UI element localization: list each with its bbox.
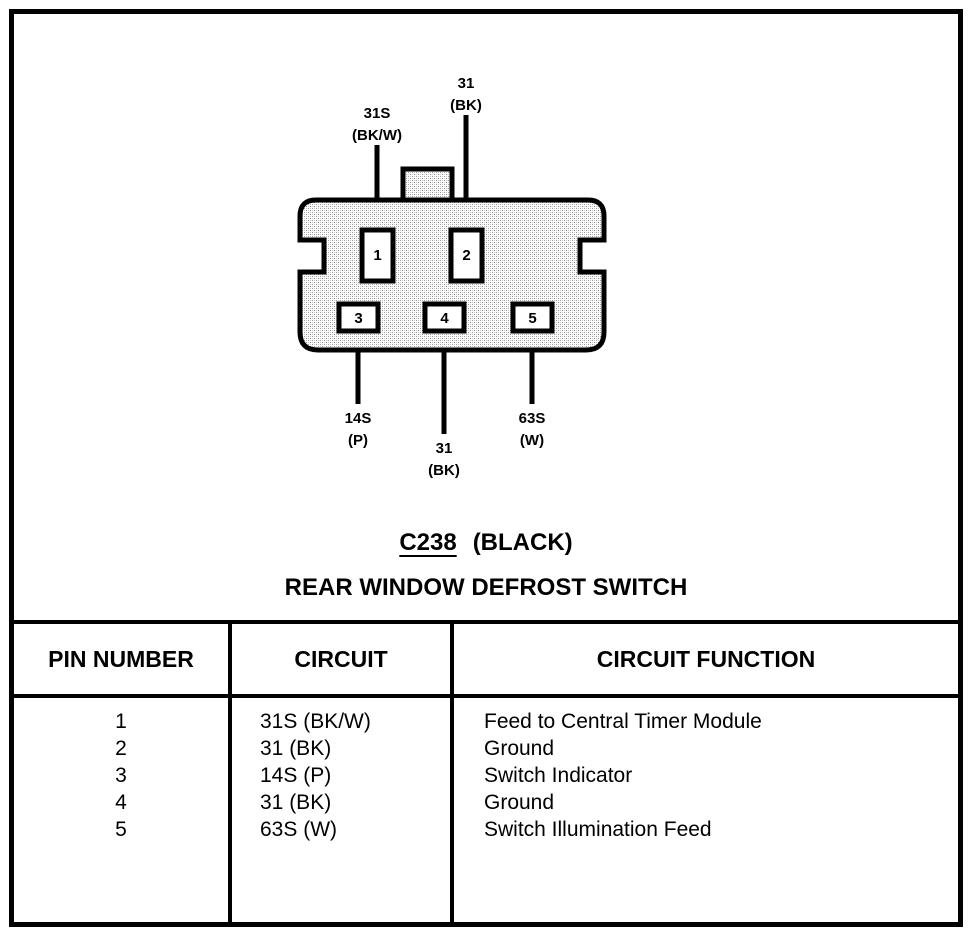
pin-box-1[interactable] (359, 227, 396, 284)
pin-box-3[interactable] (336, 301, 381, 334)
table-header-row: PIN NUMBER CIRCUIT CIRCUIT FUNCTION (14, 620, 958, 698)
pin-number-5: 5 (528, 310, 537, 327)
connector-name: REAR WINDOW DEFROST SWITCH (284, 574, 688, 601)
wire-label-pin-5: 63S (W) (482, 408, 582, 452)
cell-circuits: 31S (BK/W) 31 (BK) 14S (P) 31 (BK) 63S (… (230, 696, 454, 926)
connector-caption: C238 (BLACK) (14, 529, 958, 557)
wire-label-pin-1-color: (BK/W) (352, 126, 402, 144)
cell-pin-numbers: 1 2 3 4 5 (14, 696, 232, 926)
page-border (9, 9, 963, 927)
circuit-list: 31S (BK/W) 31 (BK) 14S (P) 31 (BK) 63S (… (260, 710, 371, 841)
pin-number-1: 1 (373, 247, 382, 264)
column-header-pin-number: PIN NUMBER (14, 620, 232, 698)
pin-table: PIN NUMBER CIRCUIT CIRCUIT FUNCTION 1 2 … (14, 620, 958, 926)
wire-label-pin-3-circuit: 14S (344, 410, 372, 427)
connector-color: (BLACK) (472, 529, 573, 556)
wire-label-pin-3: 14S (P) (308, 408, 408, 452)
column-header-circuit: CIRCUIT (230, 620, 454, 698)
wire-label-pin-5-color: (W) (519, 431, 545, 449)
connector-diagram: 1 2 3 4 5 31S (BK/W) 31 (BK) 14S (P) 31 … (14, 14, 958, 614)
table-body-row: 1 2 3 4 5 31S (BK/W) 31 (BK) 14S (P) 31 … (14, 696, 958, 926)
pin-number-3: 3 (354, 310, 363, 327)
cell-circuit-functions: Feed to Central Timer Module Ground Swit… (452, 696, 958, 926)
pin-number-2: 2 (462, 247, 471, 264)
pin-number-4: 4 (440, 310, 449, 327)
connector-locking-tab (400, 166, 455, 204)
column-header-circuit-function: CIRCUIT FUNCTION (452, 620, 958, 698)
wire-label-pin-4-circuit: 31 (435, 440, 453, 457)
pin-number-list: 1 2 3 4 5 (115, 710, 127, 841)
wire-label-pin-2-circuit: 31 (457, 75, 475, 92)
pin-box-4[interactable] (422, 301, 467, 334)
wire-label-pin-3-color: (P) (348, 431, 368, 449)
pin-box-5[interactable] (510, 301, 555, 334)
connector-code: C238 (399, 529, 457, 556)
connector-drawing (297, 115, 607, 434)
wire-label-pin-2: 31 (BK) (416, 73, 516, 117)
wire-label-pin-1: 31S (BK/W) (327, 103, 427, 147)
wire-label-pin-2-color: (BK) (450, 96, 482, 114)
wire-label-pin-1-circuit: 31S (363, 105, 391, 122)
wire-label-pin-5-circuit: 63S (518, 410, 546, 427)
circuit-function-list: Feed to Central Timer Module Ground Swit… (484, 710, 762, 841)
wire-label-pin-4-color: (BK) (428, 461, 460, 479)
pin-box-2[interactable] (448, 227, 485, 284)
wire-label-pin-4: 31 (BK) (394, 438, 494, 482)
